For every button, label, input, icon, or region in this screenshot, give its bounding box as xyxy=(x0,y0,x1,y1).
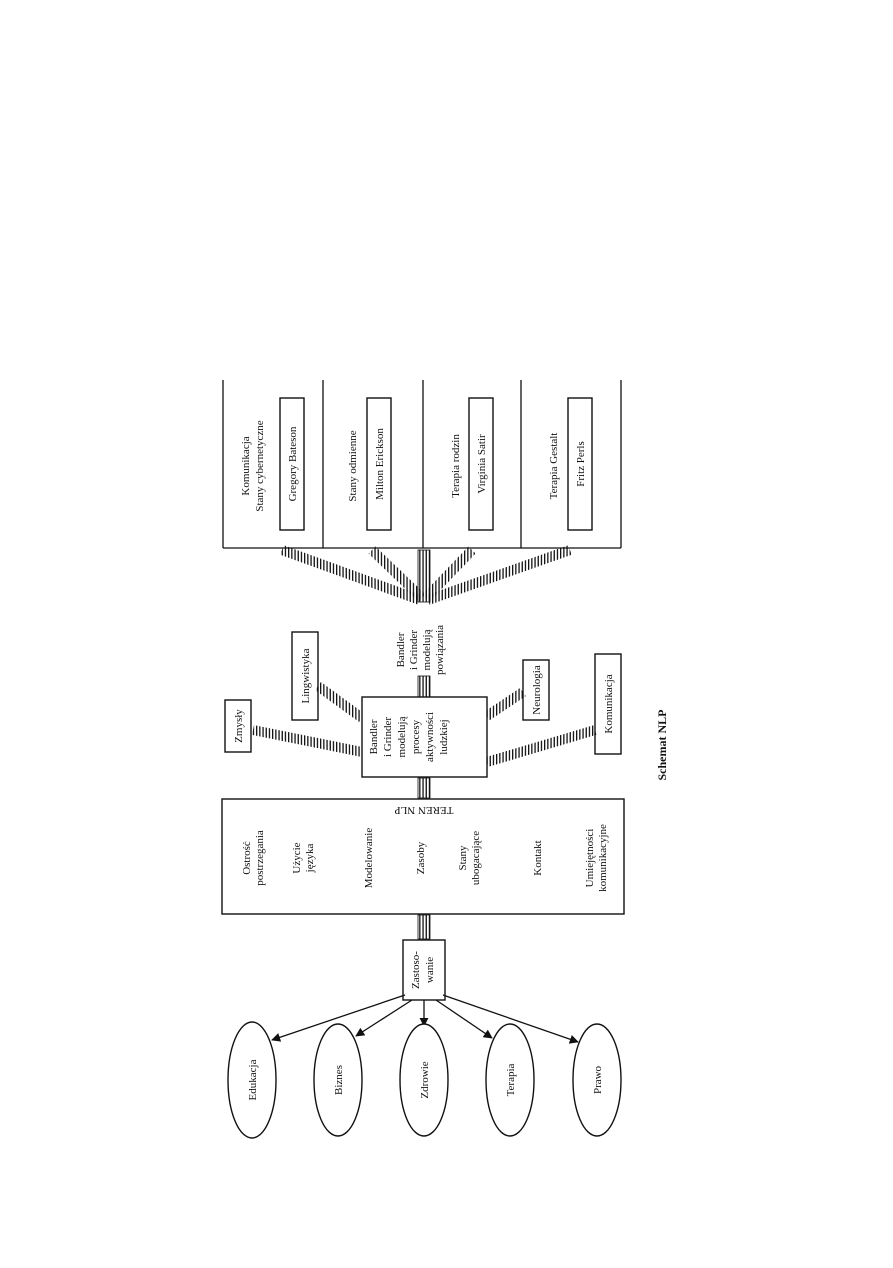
domain-label: Lingwistyka xyxy=(300,648,312,703)
source-person-box xyxy=(366,397,392,531)
connector-band xyxy=(252,725,363,757)
source-person-box xyxy=(567,397,593,531)
domain-connectors xyxy=(252,681,597,767)
connector-band xyxy=(417,914,431,940)
applications: Edukacja Biznes Zdrowie Terapia Prawo xyxy=(227,1021,622,1139)
connector-label: Bandler i Grinder modelują powiązania xyxy=(395,625,446,675)
field-item-line: Użycie xyxy=(291,842,303,873)
arrow xyxy=(271,994,406,1042)
application-box-line: Zastoso- xyxy=(410,951,422,989)
source-connectors xyxy=(280,545,572,605)
source-topic-line: Terapia Gestalt xyxy=(548,433,560,500)
application-arrows xyxy=(271,994,579,1044)
field-title: TEREN NLP xyxy=(395,804,454,816)
application-label: Edukacja xyxy=(247,1059,259,1100)
application-label: Biznes xyxy=(333,1065,345,1095)
domain-lingwistyka: Lingwistyka xyxy=(291,631,319,721)
field-item-line: komunikacyjne xyxy=(597,824,609,892)
central-box-line: i Grinder xyxy=(382,717,394,757)
application-biznes: Biznes xyxy=(313,1023,363,1137)
source-column-bateson: Komunikacja Stany cybernetyczne Gregory … xyxy=(240,397,305,531)
sources-section: Komunikacja Stany cybernetyczne Gregory … xyxy=(222,380,622,549)
connector-band xyxy=(417,777,431,799)
source-person-name: Milton Erickson xyxy=(374,428,386,500)
diagram-caption: Schemat NLP xyxy=(655,710,669,781)
central-box-line: aktywności xyxy=(424,712,436,762)
nlp-field: TEREN NLP Ostrość postrzegania Użycie ję… xyxy=(221,798,625,915)
field-item-line: Modelowanie xyxy=(363,828,375,889)
connector-band xyxy=(485,725,597,767)
domain-label: Neurologia xyxy=(531,665,543,715)
application-edukacja: Edukacja xyxy=(227,1021,277,1139)
source-topic-line: Stany odmienne xyxy=(347,430,359,501)
source-person-box xyxy=(279,397,305,531)
field-item-line: Zasoby xyxy=(415,841,427,874)
connector-band xyxy=(417,549,431,603)
domain-label: Komunikacja xyxy=(603,674,615,733)
field-item-line: Ostrość xyxy=(241,841,253,875)
connector-band xyxy=(280,545,422,605)
application-label: Prawo xyxy=(592,1065,604,1094)
connector-band xyxy=(422,546,476,602)
connector-label-line: powiązania xyxy=(434,625,446,675)
application-box-line: wanie xyxy=(424,957,436,983)
source-person-name: Virginia Satir xyxy=(476,434,488,494)
arrow xyxy=(435,999,493,1039)
central-box: Bandler i Grinder modelują procesy aktyw… xyxy=(361,696,488,778)
central-box-line: ludzkiej xyxy=(438,719,450,754)
source-topic-line: Stany cybernetyczne xyxy=(254,420,266,511)
connector-band xyxy=(417,675,431,699)
connector-label-line: i Grinder xyxy=(408,630,420,670)
source-person-name: Fritz Perls xyxy=(575,441,587,487)
field-item-line: postrzegania xyxy=(254,830,266,886)
central-box-line: procesy xyxy=(410,719,422,754)
connector-label-line: Bandler xyxy=(395,632,407,667)
source-topic-line: Komunikacja xyxy=(240,436,252,495)
domains: Zmysły Lingwistyka Neurologia Komunikacj… xyxy=(224,631,622,755)
field-item-line: Kontakt xyxy=(532,840,544,875)
application-prawo: Prawo xyxy=(572,1023,622,1137)
connector-band xyxy=(315,681,365,723)
application-box: Zastoso- wanie xyxy=(402,939,446,1001)
domain-zmysly: Zmysły xyxy=(224,699,252,753)
connector-label-line: modelują xyxy=(421,629,433,670)
source-person-name: Gregory Bateson xyxy=(287,426,299,501)
field-item-line: Umiejętności xyxy=(584,829,596,888)
connector-band xyxy=(368,546,426,602)
application-label: Terapia xyxy=(505,1063,517,1096)
connector-band xyxy=(484,687,526,721)
application-zdrowie: Zdrowie xyxy=(399,1023,449,1137)
source-person-box xyxy=(468,397,494,531)
arrow xyxy=(442,994,579,1044)
source-topic-line: Terapia rodzin xyxy=(450,434,462,498)
field-item-line: języka xyxy=(304,844,316,874)
central-box-line: Bandler xyxy=(368,719,380,754)
application-label: Zdrowie xyxy=(419,1061,431,1098)
source-column-perls: Terapia Gestalt Fritz Perls xyxy=(548,397,593,531)
source-column-satir: Terapia rodzin Virginia Satir xyxy=(450,397,494,531)
arrow xyxy=(355,999,413,1037)
field-item-line: ubogacające xyxy=(470,831,482,885)
field-item-line: Stany xyxy=(457,845,469,871)
domain-komunikacja: Komunikacja xyxy=(594,653,622,755)
source-column-erickson: Stany odmienne Milton Erickson xyxy=(347,397,392,531)
domain-neurologia: Neurologia xyxy=(522,659,550,721)
connector-band xyxy=(426,545,572,605)
application-terapia: Terapia xyxy=(485,1023,535,1137)
domain-label: Zmysły xyxy=(233,709,245,743)
central-box-line: modelują xyxy=(396,716,408,757)
